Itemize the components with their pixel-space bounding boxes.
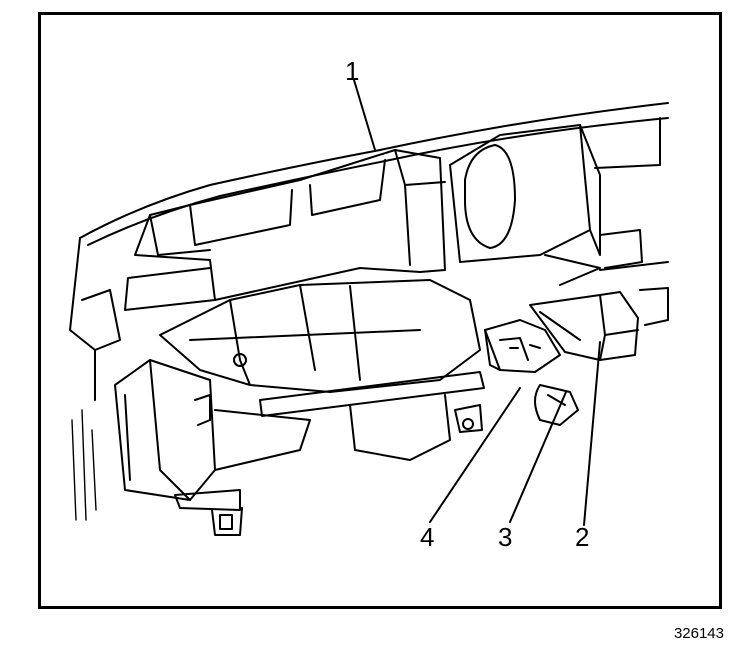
callout-2: 2 — [575, 522, 590, 552]
module-bracket — [529, 291, 639, 361]
left-module — [114, 359, 311, 536]
callout-3: 3 — [498, 522, 513, 552]
duct-assembly — [124, 149, 446, 311]
callout-1: 1 — [345, 56, 360, 86]
lower-rail — [259, 371, 485, 461]
leader-lines — [353, 79, 601, 526]
edge-hatching — [71, 409, 97, 521]
leader-line-1 — [353, 79, 376, 151]
center-housing — [449, 124, 643, 286]
leader-line-2 — [583, 341, 601, 526]
figure-number: 326143 — [673, 625, 724, 642]
leader-line-3 — [509, 391, 567, 523]
instrument-panel-outline — [69, 102, 669, 401]
lower-duct-body — [159, 279, 481, 393]
retaining-clip — [534, 384, 579, 426]
connector-assembly — [484, 319, 561, 373]
callout-4: 4 — [420, 522, 435, 552]
leader-line-4 — [429, 387, 521, 523]
illustration-frame — [38, 12, 722, 609]
